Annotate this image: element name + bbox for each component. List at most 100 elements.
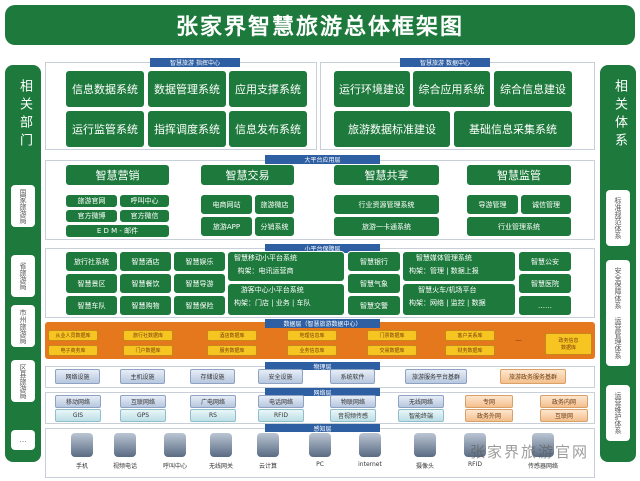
device-label: internet <box>358 461 382 468</box>
network-box: 智能终端 <box>398 409 444 422</box>
database-box: 地理信息库 <box>287 330 337 341</box>
facility-box: 存储设施 <box>190 369 235 384</box>
support-item: 智慧银行 <box>347 251 401 272</box>
facility-box: 旅游政务服务基群 <box>500 369 566 384</box>
app-group-title: 智慧营销 <box>65 164 170 186</box>
layer-tag: 数据层（智慧旅游数据中心） <box>265 319 380 328</box>
layer-tag: 大平台应用层 <box>265 155 380 164</box>
device-label: 云计算 <box>258 463 277 470</box>
facility-box: 网络设施 <box>55 369 100 384</box>
support-item: 智慧气象 <box>347 273 401 294</box>
system-box: 综合应用系统 <box>412 70 491 108</box>
device-1-icon <box>114 433 136 457</box>
device-label: 视频电话 <box>112 463 137 470</box>
database-box: 业务信息库 <box>287 345 337 356</box>
platform-box: 智慧媒体管理系统 构架：管理 | 数据上报 <box>402 251 516 282</box>
database-box: 服务数据库 <box>207 345 257 356</box>
network-box: 无线网络 <box>398 395 444 408</box>
support-item: 智慧医院 <box>518 273 572 294</box>
platform-box: 智慧火车/机场平台 构架：网络 | 监控 | 数据 <box>402 283 516 316</box>
database-box: 酒店数据库 <box>207 330 257 341</box>
device-7-icon <box>414 433 436 457</box>
system-box: 运行环境建设 <box>333 70 411 108</box>
system-item: 运营管理体系 <box>606 310 630 366</box>
system-box: 应用支撑系统 <box>228 70 308 108</box>
device-label: PC <box>316 461 324 468</box>
app-item: 行业资源管理系统 <box>333 194 440 215</box>
support-item: 智慧酒店 <box>119 251 172 272</box>
system-box: 指挥调度系统 <box>147 110 227 148</box>
support-item: 智慧餐饮 <box>119 273 172 294</box>
network-box: 互联网络 <box>120 395 166 408</box>
department-item: 省旅游局 <box>11 255 35 297</box>
system-box: 综合信息建设 <box>493 70 573 108</box>
facility-box: 安全设施 <box>258 369 303 384</box>
database-box: 交易数据库 <box>367 345 417 356</box>
layer-tag: 物理层 <box>265 362 380 371</box>
app-group-title: 智慧监管 <box>466 164 572 186</box>
support-item: 智慧交警 <box>347 295 401 316</box>
app-group-title: 智慧共享 <box>333 164 440 186</box>
device-9-icon <box>532 433 554 457</box>
database-box: 从业人员数据库 <box>48 330 98 341</box>
app-item: 旅游一卡通系统 <box>333 216 440 237</box>
device-6-icon <box>359 433 381 457</box>
platform-box: 智慧移动小平台系统 构架：电讯运营商 <box>227 251 345 282</box>
layer-tag: 网络层 <box>265 388 380 397</box>
network-box: 互联网 <box>540 409 588 422</box>
app-group-title: 智慧交易 <box>200 164 295 186</box>
network-box: GPS <box>120 409 166 422</box>
network-box: 物联网络 <box>330 395 376 408</box>
facility-box: 主机设施 <box>120 369 165 384</box>
database-box: 门户数据库 <box>123 345 173 356</box>
right-panel-title: 相关体系 <box>612 79 627 151</box>
support-item: 智慧导游 <box>173 273 226 294</box>
network-box: 音视频传感 <box>330 409 376 422</box>
department-item: … <box>11 430 35 450</box>
app-item: 诚信管理 <box>520 194 572 215</box>
network-box: 广电网络 <box>190 395 236 408</box>
system-item: 标准规范体系 <box>606 190 630 246</box>
layer-tag: 智慧旅游 数据中心 <box>400 58 490 67</box>
database-box: 门票数据库 <box>367 330 417 341</box>
network-box: RS <box>190 409 236 422</box>
device-8-icon <box>464 433 486 457</box>
app-item: E D M - 邮件 <box>65 224 170 238</box>
device-2-icon <box>164 433 186 457</box>
device-label: 摄像头 <box>415 463 434 470</box>
app-item: 官方微信 <box>119 209 170 223</box>
left-panel-departments: 相关部门 国家旅游局省旅游局市州旅游局区县旅游局… <box>5 65 41 462</box>
support-item: 旅行社系统 <box>65 251 118 272</box>
device-label: RFID <box>467 461 482 468</box>
support-item: 智慧景区 <box>65 273 118 294</box>
device-3-icon <box>210 433 232 457</box>
database-box: 政务信息 数据库 <box>545 333 592 355</box>
app-item: 电商网站 <box>200 194 253 215</box>
network-box: 政务内网 <box>540 395 588 408</box>
device-0-icon <box>71 433 93 457</box>
support-item: 智慧保险 <box>173 295 226 316</box>
device-label: 无线网关 <box>208 463 233 470</box>
network-box: 移动网络 <box>55 395 101 408</box>
network-box: GIS <box>55 409 101 422</box>
department-item: 国家旅游局 <box>11 185 35 227</box>
support-item: 智慧车队 <box>65 295 118 316</box>
app-item: 旅游APP <box>200 216 253 237</box>
system-box: 旅游数据标准建设 <box>333 110 451 148</box>
device-5-icon <box>309 433 331 457</box>
app-item: 呼叫中心 <box>119 194 170 208</box>
database-box: 旅行社数据库 <box>123 330 173 341</box>
app-item: 旅游官网 <box>65 194 118 208</box>
network-box: 电话网络 <box>258 395 304 408</box>
support-item: 智慧公安 <box>518 251 572 272</box>
app-item: 导游管理 <box>466 194 519 215</box>
system-box: 运行监管系统 <box>65 110 145 148</box>
system-box: 数据管理系统 <box>147 70 227 108</box>
layer-tag: 智慧旅游 指挥中心 <box>150 58 240 67</box>
ellipsis: — <box>515 336 522 344</box>
layer-tag: 感知层 <box>265 424 380 433</box>
right-panel-systems: 相关体系 标准规范体系安全保障体系运营管理体系运营维护体系 <box>600 65 636 462</box>
database-box: 电子商务库 <box>48 345 98 356</box>
facility-box: 系统软件 <box>330 369 375 384</box>
network-box: 政务外网 <box>465 409 513 422</box>
